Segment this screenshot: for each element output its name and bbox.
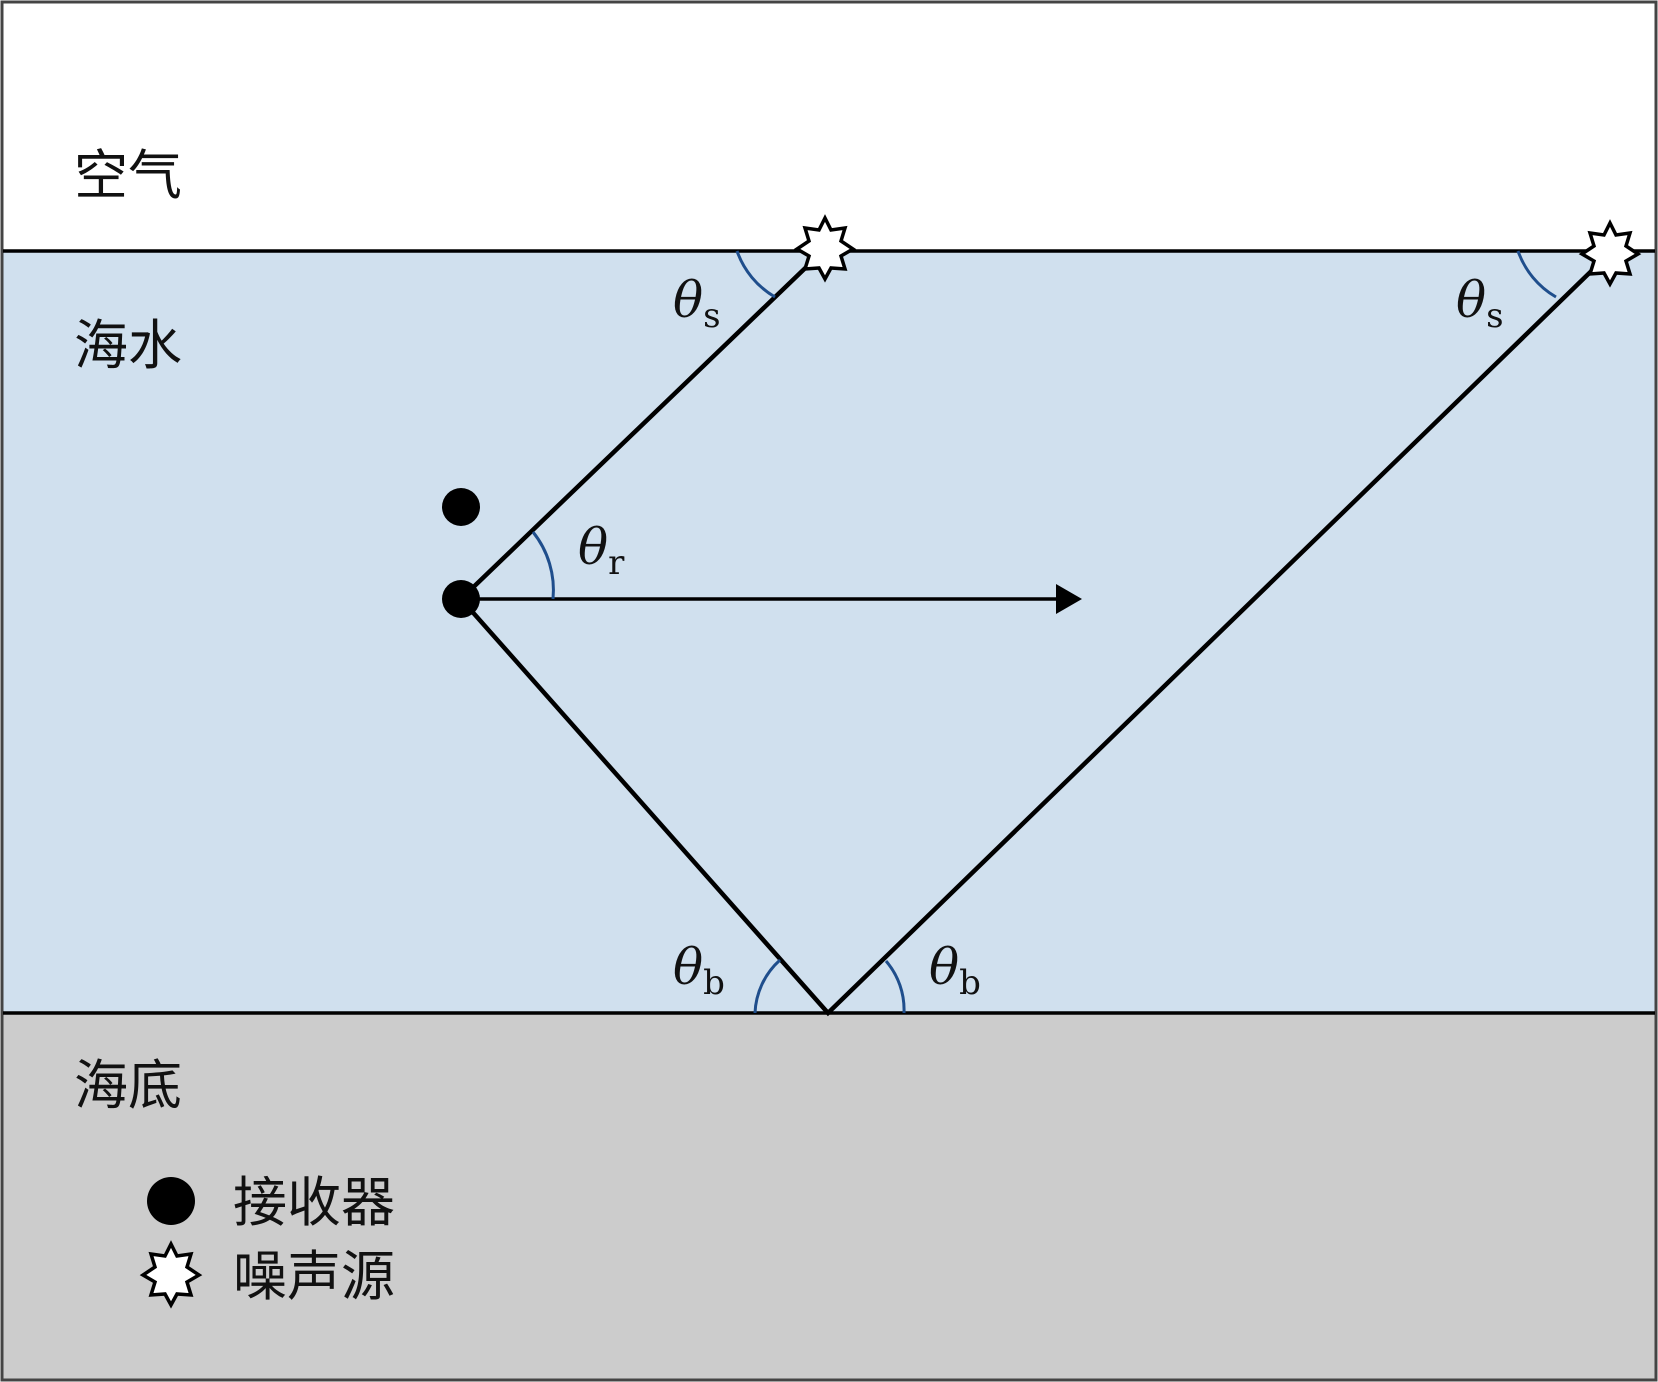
water-layer bbox=[3, 251, 1655, 1013]
direct-surface-ray bbox=[458, 248, 826, 602]
bottom-reflected-ray bbox=[458, 248, 1615, 1017]
theta-s-subscript: s bbox=[1486, 296, 1503, 336]
noise-source-far-icon bbox=[1578, 219, 1642, 288]
theta-b-label-left: θb bbox=[673, 938, 725, 1003]
theta-b-arc-left bbox=[753, 958, 782, 1014]
receiver-lower-icon bbox=[442, 580, 480, 618]
legend: 接收器 噪声源 bbox=[139, 1171, 395, 1309]
theta-s-symbol: θ bbox=[673, 271, 703, 329]
theta-r-symbol: θ bbox=[578, 518, 608, 576]
legend-receiver-label: 接收器 bbox=[233, 1171, 395, 1234]
noise-source-near-icon bbox=[793, 214, 857, 283]
seabed-layer bbox=[3, 1013, 1655, 1379]
theta-s-symbol: θ bbox=[1456, 271, 1486, 329]
water-label: 海水 bbox=[74, 314, 182, 377]
theta-s-label-right: θs bbox=[1456, 271, 1504, 336]
seabed-label: 海底 bbox=[74, 1054, 182, 1117]
theta-s-subscript: s bbox=[703, 296, 720, 336]
legend-receiver-icon bbox=[147, 1177, 195, 1225]
theta-b-arc-right bbox=[884, 960, 906, 1014]
theta-r-arc bbox=[531, 531, 555, 600]
theta-r-subscript: r bbox=[608, 543, 625, 583]
theta-s-arc-right bbox=[1516, 250, 1557, 299]
theta-r-label: θr bbox=[578, 518, 625, 583]
theta-s-arc-left bbox=[735, 250, 776, 299]
theta-b-label-right: θb bbox=[929, 938, 981, 1003]
receiver-upper-icon bbox=[442, 488, 480, 526]
theta-b-subscript: b bbox=[959, 963, 981, 1003]
legend-noise-source-label: 噪声源 bbox=[233, 1245, 395, 1308]
arrow-head-icon bbox=[1056, 584, 1082, 614]
legend-noise-source-icon bbox=[139, 1240, 203, 1309]
theta-b-symbol: θ bbox=[673, 938, 703, 996]
theta-b-symbol: θ bbox=[929, 938, 959, 996]
theta-b-subscript: b bbox=[703, 963, 725, 1003]
air-layer bbox=[3, 3, 1655, 251]
air-label: 空气 bbox=[74, 144, 182, 207]
theta-s-label-left: θs bbox=[673, 271, 721, 336]
